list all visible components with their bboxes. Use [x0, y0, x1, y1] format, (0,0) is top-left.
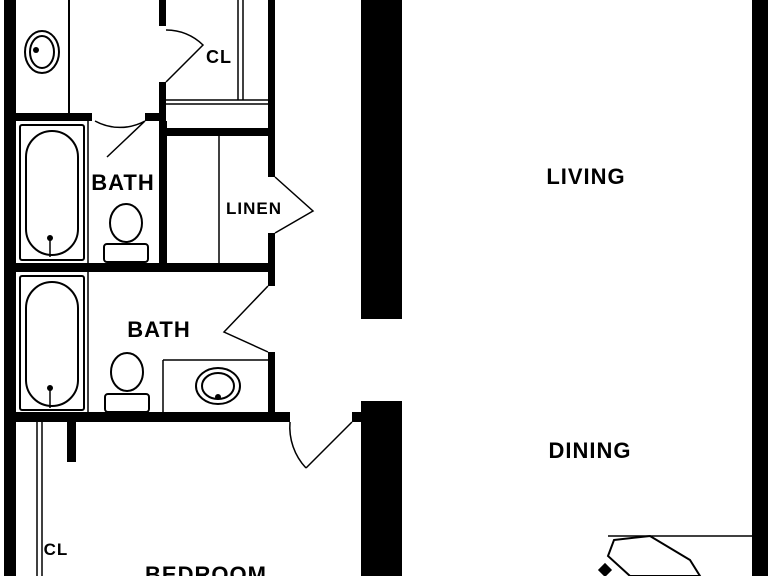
bathtub-icon	[19, 124, 85, 261]
wall-central-upper	[361, 0, 402, 319]
toilet-icon	[103, 203, 149, 263]
closet-top-label: CL	[206, 47, 232, 67]
walls	[4, 0, 768, 576]
wall-top-a	[68, 0, 70, 116]
living-label: LIVING	[546, 164, 625, 189]
wall-h-3	[4, 263, 275, 272]
sink-icon	[195, 367, 241, 405]
toilet-icon	[104, 352, 150, 413]
closet-bedroom-label: CL	[44, 540, 69, 559]
wall-h-2	[159, 128, 275, 136]
sink-icon	[24, 30, 60, 74]
bath-upper-label: BATH	[91, 170, 154, 195]
wall-top-b	[159, 0, 166, 26]
thin-lines	[36, 0, 752, 576]
bath-lower-label: BATH	[127, 317, 190, 342]
wall-bath1-right	[159, 121, 167, 271]
wall-bath2-right-a	[268, 272, 275, 286]
wall-top-d	[268, 0, 275, 133]
wall-linen-right-b	[268, 233, 275, 271]
door-swings	[94, 29, 353, 469]
wall-bath2-right-b	[268, 352, 275, 418]
wall-bedroom-stub	[67, 422, 76, 462]
bathtub-icon	[19, 275, 85, 411]
wall-right-exterior	[752, 0, 768, 576]
wall-h-4	[4, 412, 290, 422]
wall-h-1	[4, 113, 92, 121]
wall-h-4b	[352, 412, 364, 422]
dining-label: DINING	[549, 438, 632, 463]
bedroom-label: BEDROOM	[145, 562, 267, 576]
wall-h-1b	[145, 113, 161, 121]
table-icon	[597, 534, 702, 576]
wall-left-exterior	[4, 0, 16, 576]
wall-central-lower	[361, 401, 402, 576]
wall-linen-right	[268, 133, 275, 177]
wall-top-c	[159, 82, 166, 128]
linen-label: LINEN	[226, 199, 282, 218]
